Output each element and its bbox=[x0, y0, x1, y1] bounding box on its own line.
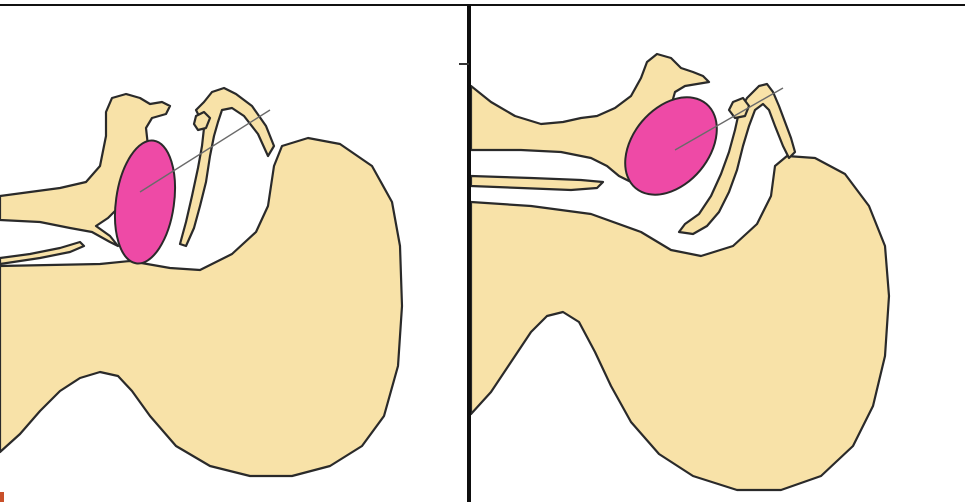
corner-mark bbox=[0, 492, 4, 502]
tissue-lower-strip bbox=[0, 242, 84, 264]
tissue-body bbox=[471, 156, 889, 490]
tissue-notch bbox=[729, 98, 749, 118]
left-anatomy-diagram bbox=[0, 6, 467, 502]
tissue-lower-strip bbox=[471, 176, 603, 190]
left-panel bbox=[0, 6, 467, 502]
right-anatomy-diagram bbox=[471, 6, 965, 502]
divider-tick bbox=[459, 63, 469, 65]
right-panel bbox=[471, 6, 965, 502]
